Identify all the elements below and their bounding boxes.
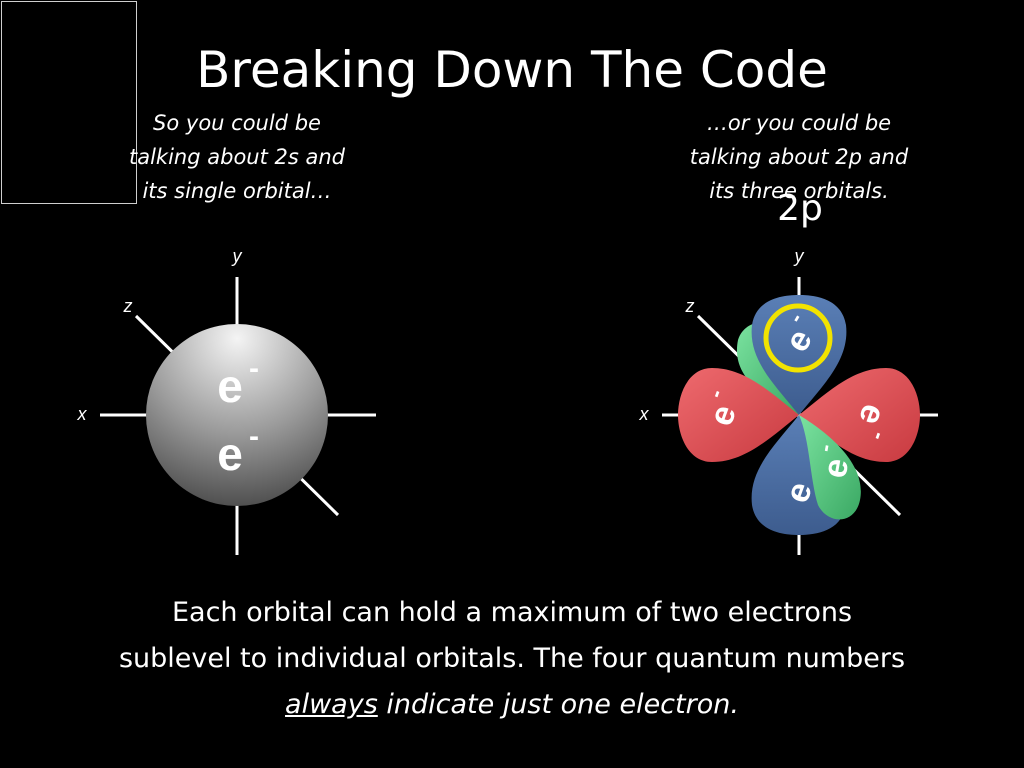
caption-2s: So you could be talking about 2s and its… <box>129 111 345 203</box>
highlight-ring <box>763 303 833 373</box>
svg-text:-: - <box>249 352 259 385</box>
lobe-px-left <box>678 368 799 462</box>
lobe-py-top <box>751 295 847 415</box>
bottom-line-3: always indicate just one electron. <box>0 682 1024 728</box>
sublevel-label-2p: 2p <box>777 188 823 229</box>
axis-label-x-2p: x <box>639 404 650 424</box>
slide-title: Breaking Down The Code <box>196 41 828 99</box>
corner-frame <box>1 1 137 204</box>
bottom-line-2: sublevel to individual orbitals. The fou… <box>118 643 906 674</box>
axis-label-y-2s: y <box>231 246 243 266</box>
orbitals-2p: y x z e - e - e - e e - <box>639 246 938 555</box>
bottom-line-1: Each orbital can hold a maximum of two e… <box>171 597 853 628</box>
axis-label-z-2p: z <box>685 296 695 316</box>
svg-text:-: - <box>812 442 838 454</box>
bottom-line-3-rest: indicate just one electron. <box>377 689 739 720</box>
axis-label-y-2p: y <box>793 246 805 266</box>
electron-2s-1: e - <box>217 352 259 412</box>
axis-label-z-2s: z <box>123 296 133 316</box>
electron-2s-2: e - <box>217 420 259 480</box>
axis-label-x-2s: x <box>77 404 88 424</box>
sphere-2s <box>146 324 328 506</box>
bottom-underlined-word: always <box>285 689 378 720</box>
orbital-2s: y x z e - e - <box>77 246 376 555</box>
svg-text:e: e <box>217 360 243 412</box>
bottom-explanation: Each orbital can hold a maximum of two e… <box>0 590 1024 728</box>
svg-text:e: e <box>217 428 243 480</box>
svg-text:-: - <box>249 420 259 453</box>
caption-2p: …or you could be talking about 2p and it… <box>689 111 909 203</box>
lobe-pz-front <box>799 415 861 520</box>
